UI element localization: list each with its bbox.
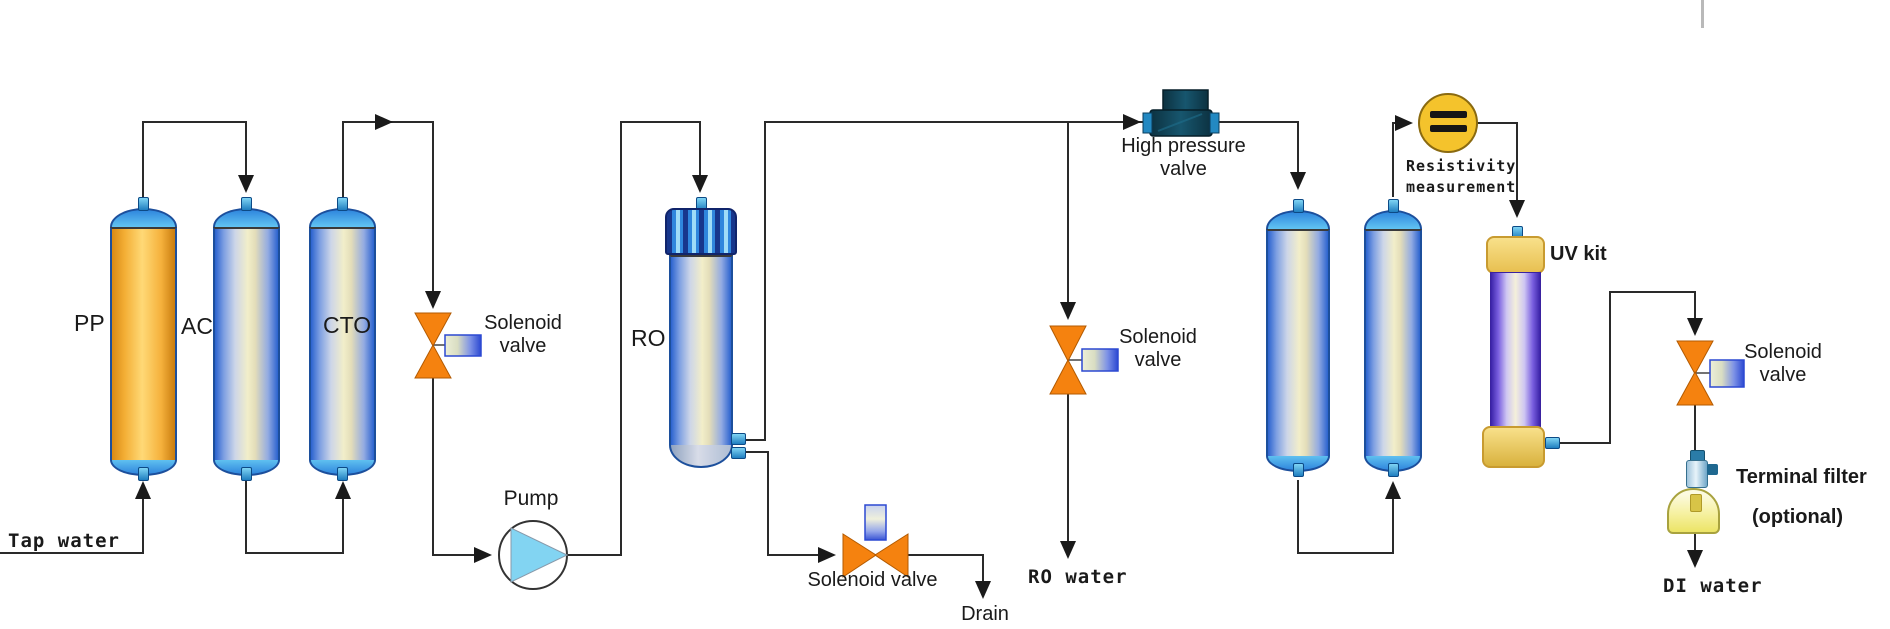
ro-label: RO bbox=[631, 325, 666, 351]
pipe-di-column1-to-di-column2 bbox=[1297, 480, 1401, 554]
pipe-drain-valve-to-drain bbox=[907, 554, 991, 599]
pp-bottom-nozzle-icon bbox=[138, 467, 149, 481]
uv-lamp-tube bbox=[1490, 272, 1541, 428]
ac-bottom-nozzle-icon bbox=[241, 467, 252, 481]
high-pressure-valve-label-line2: valve bbox=[1160, 158, 1207, 180]
terminal-filter-head bbox=[1686, 460, 1708, 488]
di-water-label: DI water bbox=[1663, 575, 1763, 597]
resistivity-label-line1: Resistivity bbox=[1406, 157, 1517, 175]
ro-concentrate-nozzle-icon bbox=[731, 433, 746, 445]
solenoid-valves bbox=[414, 312, 1714, 578]
pipe-ro-to-hp-valve bbox=[745, 121, 1143, 441]
ro-water-solenoid-valve-label: Solenoid valve bbox=[1108, 326, 1208, 372]
uv-cap-bottom bbox=[1482, 426, 1545, 468]
pp-label: PP bbox=[74, 310, 105, 336]
di-column2-body bbox=[1364, 229, 1422, 456]
feed-solenoid-valve-icon bbox=[414, 312, 452, 379]
cto-bottom-nozzle-icon bbox=[337, 467, 348, 481]
ac-label: AC bbox=[181, 313, 213, 339]
pipe-ac-to-cto bbox=[245, 479, 351, 554]
pipe-resistivity-to-uv bbox=[1477, 122, 1525, 218]
ac-body bbox=[213, 227, 280, 460]
feed-solenoid-valve-label: Solenoid valve bbox=[467, 312, 579, 358]
cto-label: CTO bbox=[323, 312, 372, 338]
pp-filter-column bbox=[110, 197, 177, 481]
pipes bbox=[0, 114, 1703, 599]
terminal-filter-label: Terminal filter bbox=[1736, 466, 1867, 488]
high-pressure-valve-icon bbox=[1142, 89, 1220, 137]
ro-body bbox=[669, 255, 733, 445]
ac-top-nozzle-icon bbox=[241, 197, 252, 211]
di-column2-bottom-nozzle-icon bbox=[1388, 463, 1399, 477]
di-column1-top-nozzle-icon bbox=[1293, 199, 1304, 213]
tap-water-label: Tap water bbox=[8, 530, 120, 552]
di-column-2 bbox=[1364, 199, 1422, 477]
pp-body bbox=[110, 227, 177, 460]
pipe-pp-to-ac bbox=[142, 121, 254, 199]
cto-top-nozzle-icon bbox=[337, 197, 348, 211]
page-edge-artifact bbox=[1701, 0, 1704, 28]
outlet-solenoid-valve-label: Solenoid valve bbox=[1733, 341, 1833, 387]
pipe-tap-to-pp bbox=[0, 481, 151, 554]
ro-cap-ribbed bbox=[665, 208, 737, 255]
pipe-uv-to-outlet-valve bbox=[1553, 291, 1703, 444]
di-column1-body bbox=[1266, 229, 1330, 456]
feed-solenoid-valve-label-line2: valve bbox=[499, 335, 547, 357]
resistivity-measurement-label: Resistivity measurement bbox=[1406, 156, 1516, 198]
pipe-ro-to-drain-valve bbox=[745, 451, 836, 563]
ro-water-solenoid-valve-label-line1: Solenoid bbox=[1119, 326, 1197, 348]
di-column-1 bbox=[1266, 199, 1330, 477]
resistivity-label-line2: measurement bbox=[1406, 178, 1517, 196]
drain-solenoid-coil-icon bbox=[864, 504, 887, 541]
ro-water-solenoid-coil-icon bbox=[1081, 348, 1119, 372]
solenoid-coils bbox=[444, 334, 1745, 541]
pipe-hp-valve-to-di-column1 bbox=[1219, 121, 1306, 190]
high-pressure-valve-label-line1: High pressure bbox=[1121, 135, 1246, 157]
uv-cap-top bbox=[1486, 236, 1545, 274]
pipe-di-column2-to-resistivity bbox=[1392, 115, 1413, 197]
drain-solenoid-valve-icon bbox=[842, 533, 909, 578]
outlet-solenoid-valve-label-line1: Solenoid bbox=[1744, 341, 1822, 363]
pump-icon bbox=[498, 520, 569, 590]
outlet-solenoid-valve-label-line2: valve bbox=[1759, 364, 1807, 386]
outlet-solenoid-coil-icon bbox=[1709, 359, 1745, 388]
feed-solenoid-coil-icon bbox=[444, 334, 482, 357]
ro-water-label: RO water bbox=[1028, 566, 1128, 588]
resistivity-measurement-icon bbox=[1418, 93, 1478, 153]
terminal-filter-core bbox=[1690, 494, 1702, 512]
cto-body bbox=[309, 227, 376, 460]
drain-solenoid-valve-label: Solenoid valve bbox=[807, 569, 938, 591]
pipe-feed-valve-to-pump bbox=[432, 378, 492, 563]
outlet-solenoid-valve-icon bbox=[1676, 340, 1714, 406]
high-pressure-valve-label: High pressure valve bbox=[1106, 135, 1261, 181]
ac-filter-column bbox=[213, 197, 280, 481]
uv-kit-label: UV kit bbox=[1550, 243, 1607, 265]
ro-water-solenoid-valve-label-line2: valve bbox=[1134, 349, 1182, 371]
ro-drain-nozzle-icon bbox=[731, 447, 746, 459]
pipe-pump-to-ro bbox=[568, 121, 708, 556]
terminal-filter-optional-label: (optional) bbox=[1752, 506, 1844, 528]
feed-solenoid-valve-label-line1: Solenoid bbox=[484, 312, 562, 334]
di-column2-top-nozzle-icon bbox=[1388, 199, 1399, 213]
ro-water-solenoid-valve-icon bbox=[1049, 325, 1087, 395]
pp-top-nozzle-icon bbox=[138, 197, 149, 211]
drain-label: Drain bbox=[961, 603, 1009, 625]
pump-label: Pump bbox=[503, 487, 559, 510]
terminal-filter-side-knob bbox=[1707, 464, 1718, 475]
cto-filter-column bbox=[309, 197, 376, 481]
uv-outlet-nozzle-icon bbox=[1545, 437, 1560, 449]
di-column1-bottom-nozzle-icon bbox=[1293, 463, 1304, 477]
